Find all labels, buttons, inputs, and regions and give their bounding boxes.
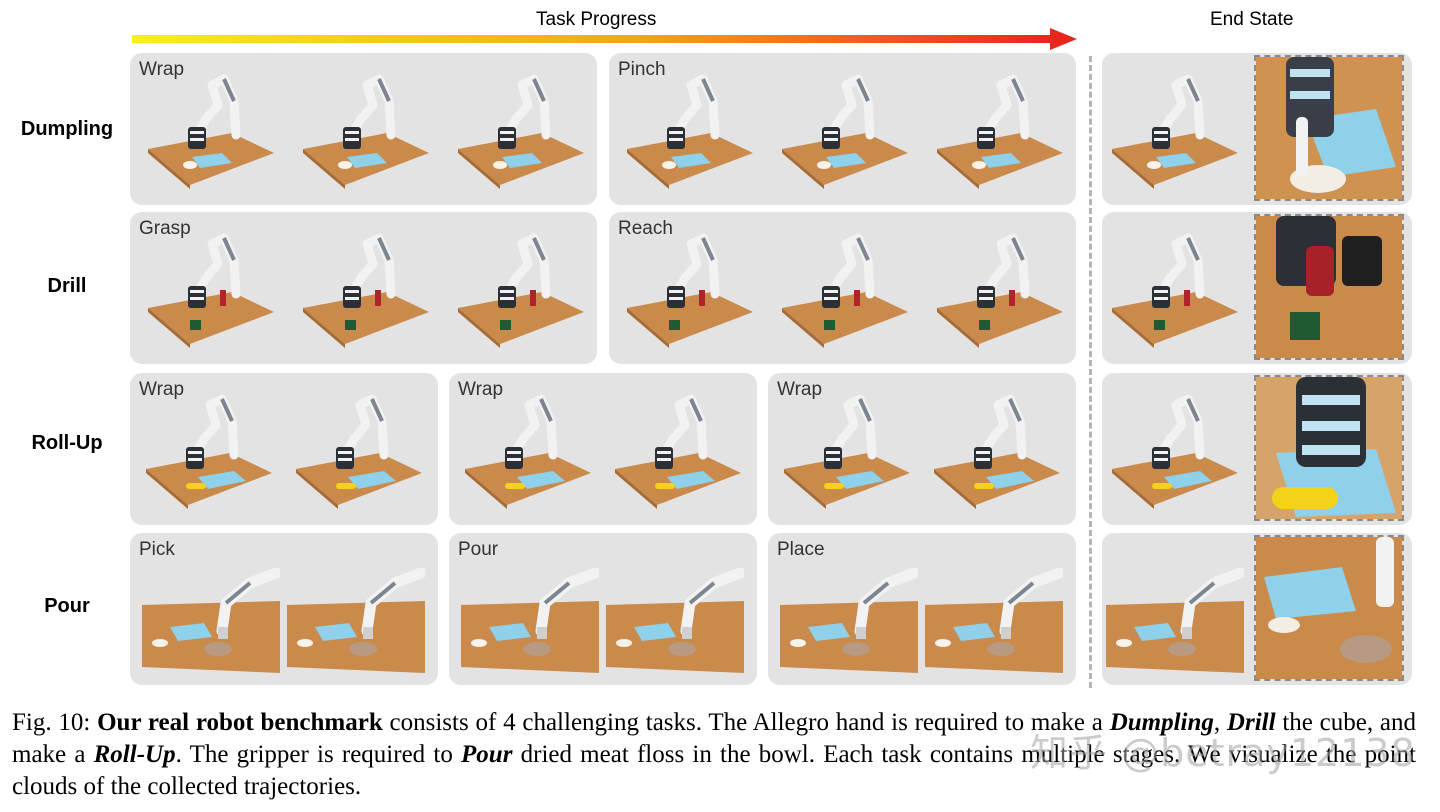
robot-point-cloud-frame [929, 61, 1069, 205]
caption-task-roll-up: Roll-Up [93, 741, 176, 768]
dumpling-end-state-panel [1102, 53, 1412, 205]
robot-point-cloud-frame [288, 381, 428, 525]
end-state-zoom-inset [1254, 214, 1404, 360]
dumpling-wrap-panel: Wrap [130, 53, 597, 205]
rollup-end-state-panel [1102, 373, 1412, 525]
gripper-point-cloud-frame [923, 543, 1065, 685]
robot-point-cloud-frame [140, 220, 280, 364]
pour-place-panel: Place [768, 533, 1076, 685]
robot-point-cloud-frame [450, 220, 590, 364]
robot-point-cloud-frame [607, 381, 747, 525]
end-state-zoom-inset [1254, 55, 1404, 201]
caption-text: dried meat floss in the bowl. Each task … [12, 741, 1416, 800]
dumpling-pinch-panel: Pinch [609, 53, 1076, 205]
gripper-point-cloud-frame [140, 543, 282, 685]
gripper-point-cloud-frame [459, 543, 601, 685]
caption-task-drill: Drill [1226, 709, 1276, 736]
caption-task-pour: Pour [461, 741, 513, 768]
task-progress-label: Task Progress [536, 9, 657, 30]
row-label-roll-up: Roll-Up [31, 432, 103, 454]
end-state-zoom-inset [1254, 375, 1404, 521]
rollup-wrap-panel-1: Wrap [130, 373, 438, 525]
gripper-point-cloud-frame [604, 543, 746, 685]
task-progress-arrow [132, 28, 1077, 50]
stage-label: Pour [458, 539, 499, 560]
drill-grasp-panel: Grasp [130, 212, 597, 364]
stage-label: Wrap [777, 379, 823, 400]
drill-end-state-panel [1102, 212, 1412, 364]
pour-end-state-panel [1102, 533, 1412, 685]
robot-point-cloud-frame [776, 381, 916, 525]
stage-label: Pick [139, 539, 175, 560]
rollup-wrap-panel-2: Wrap [449, 373, 757, 525]
caption-text: . The gripper is required to [175, 741, 462, 768]
caption-text: consists of 4 challenging tasks. The All… [382, 709, 1110, 736]
pour-pick-panel: Pick [130, 533, 438, 685]
stage-label: Pinch [618, 59, 666, 80]
caption-text: the cube, and make a [12, 709, 1416, 768]
robot-point-cloud-frame [774, 220, 914, 364]
robot-point-cloud-frame [926, 381, 1066, 525]
robot-point-cloud-frame [140, 61, 280, 205]
caption-task-dumpling: Dumpling [1109, 709, 1214, 736]
robot-point-cloud-frame [774, 61, 914, 205]
row-label-pour: Pour [44, 595, 90, 617]
rollup-wrap-panel-3: Wrap [768, 373, 1076, 525]
stage-label: Place [777, 539, 825, 560]
stage-label: Grasp [139, 218, 191, 239]
robot-point-cloud-frame [450, 61, 590, 205]
stage-label: Wrap [139, 379, 185, 400]
robot-point-cloud-frame [457, 381, 597, 525]
gripper-point-cloud-frame [778, 543, 920, 685]
end-state-zoom-inset [1254, 535, 1404, 681]
stage-label: Reach [618, 218, 673, 239]
robot-point-cloud-frame [295, 61, 435, 205]
robot-point-cloud-frame [929, 220, 1069, 364]
watermark: 知乎 @betray12138 [1030, 731, 1416, 775]
end-state-divider [1089, 56, 1092, 688]
caption-bold-title: Our real robot benchmark [97, 709, 383, 736]
pour-pour-panel: Pour [449, 533, 757, 685]
drill-reach-panel: Reach [609, 212, 1076, 364]
caption-separator: , [1213, 709, 1227, 736]
stage-label: Wrap [139, 59, 185, 80]
robot-point-cloud-frame [295, 220, 435, 364]
robot-point-cloud-frame [138, 381, 278, 525]
row-label-drill: Drill [47, 275, 87, 297]
robot-point-cloud-frame [1104, 61, 1244, 205]
stage-label: Wrap [458, 379, 504, 400]
robot-point-cloud-frame [1104, 381, 1244, 525]
robot-point-cloud-frame [1104, 220, 1244, 364]
end-state-label: End State [1210, 9, 1294, 30]
row-label-dumpling: Dumpling [20, 118, 114, 140]
robot-point-cloud-frame [619, 61, 759, 205]
caption-fig-number: Fig. 10: [12, 709, 98, 736]
gripper-point-cloud-frame [285, 543, 427, 685]
robot-point-cloud-frame [619, 220, 759, 364]
figure-caption: Fig. 10: Our real robot benchmark consis… [12, 707, 1416, 803]
gripper-point-cloud-frame [1104, 543, 1246, 685]
